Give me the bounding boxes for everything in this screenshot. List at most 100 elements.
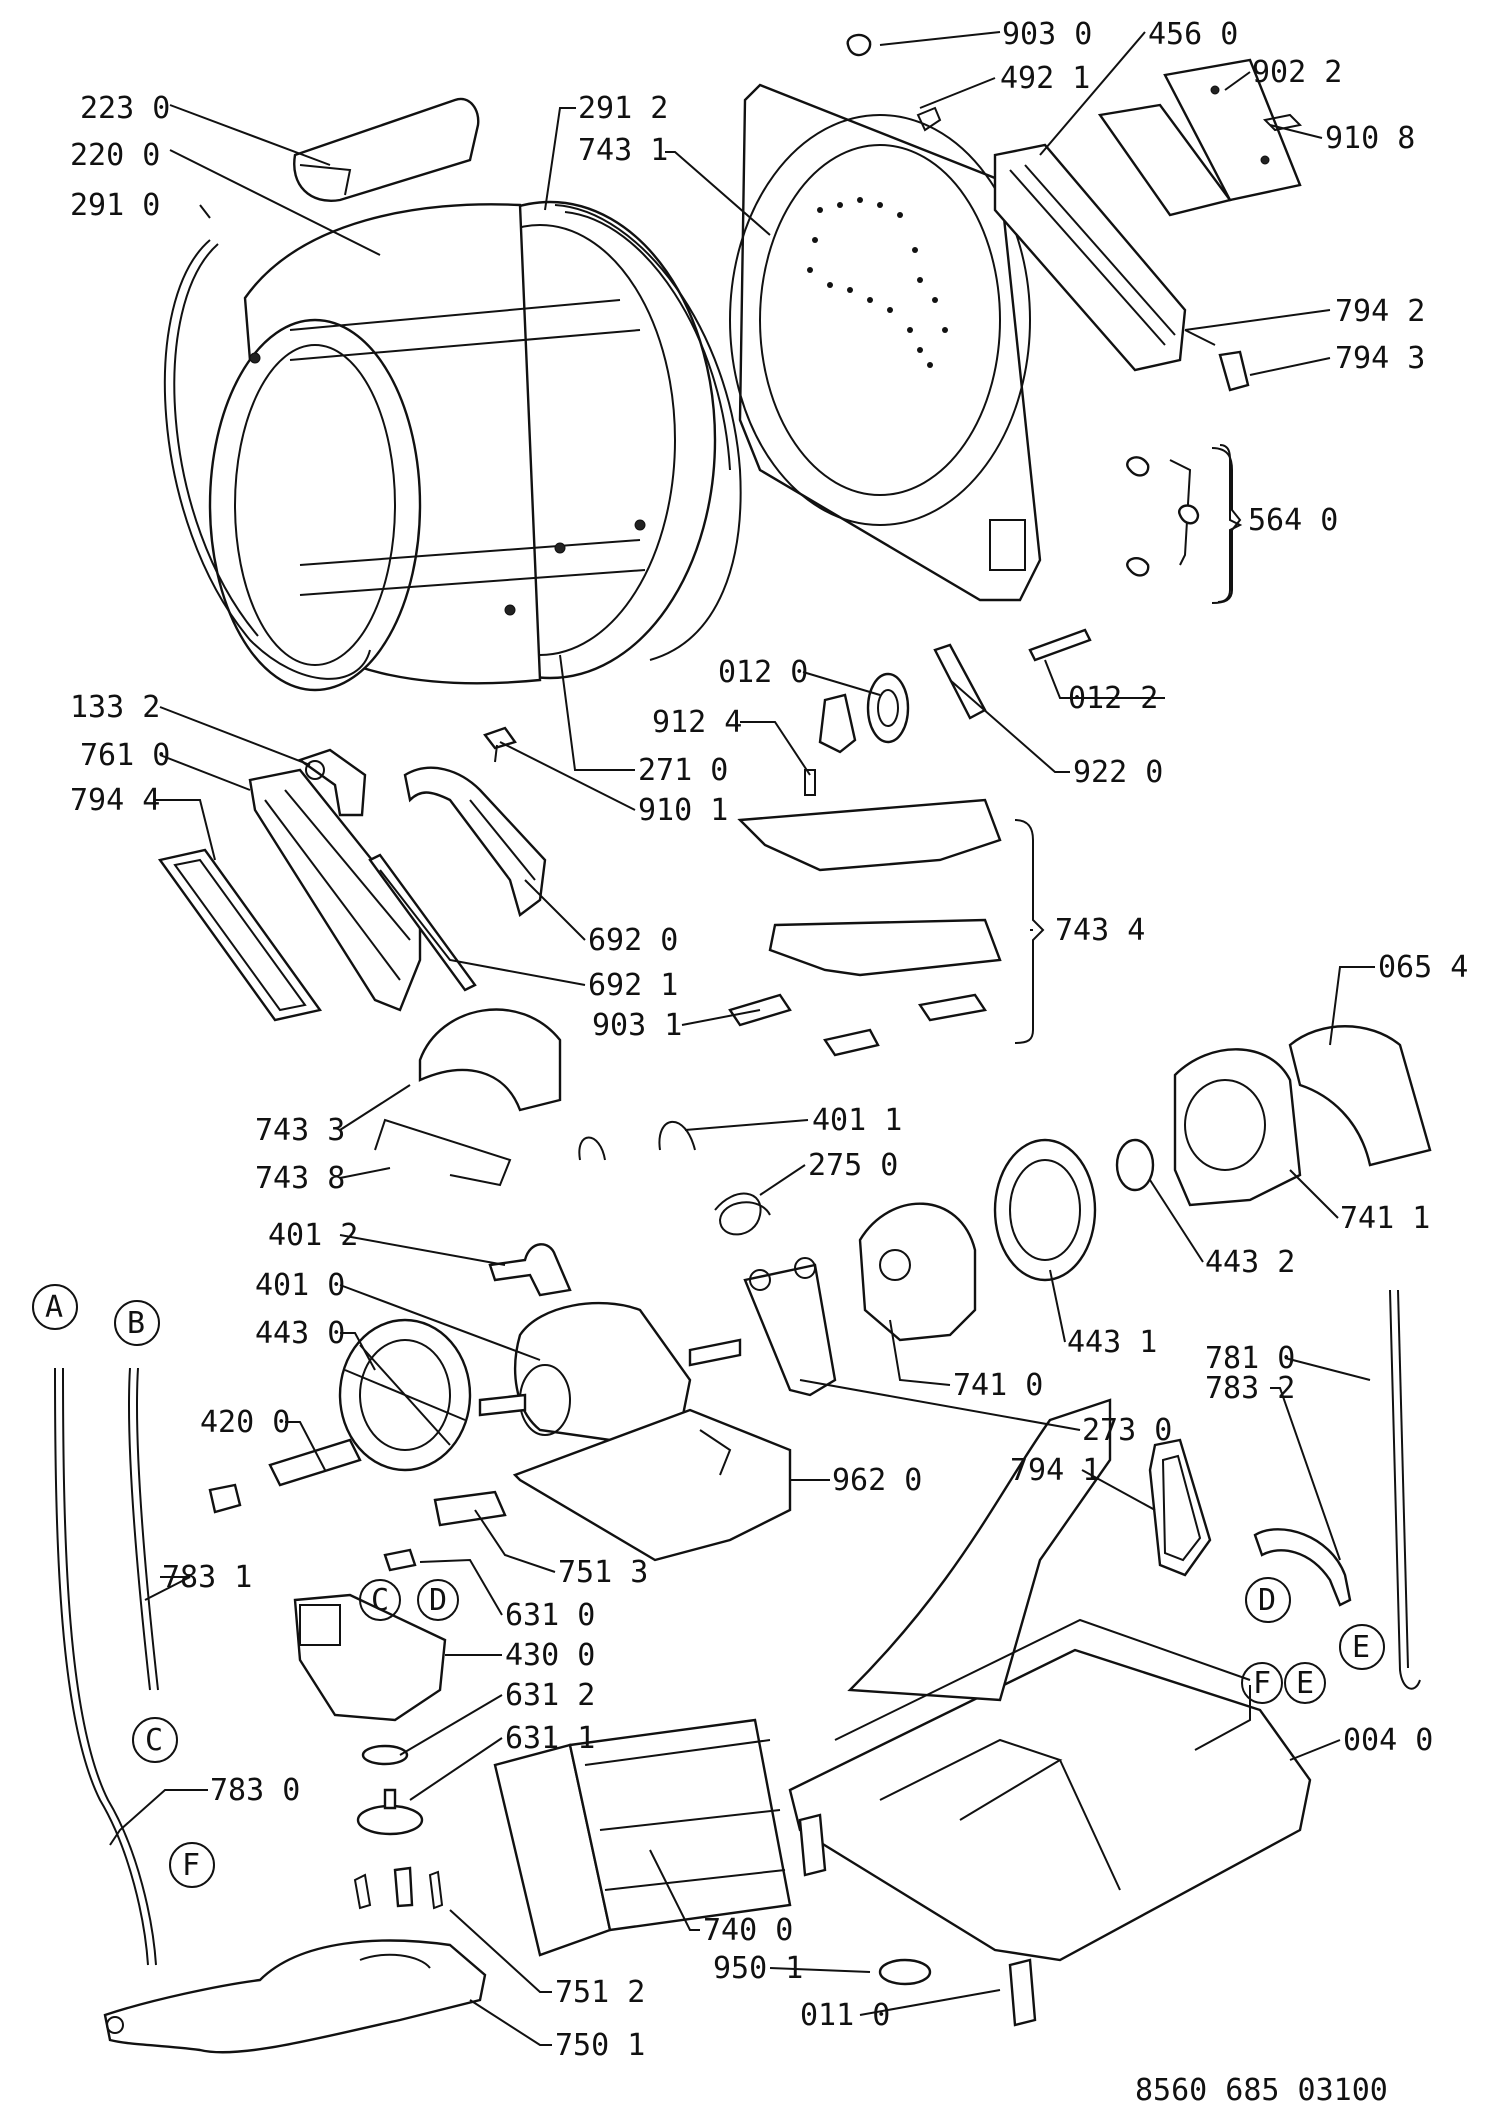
label-012-2: 012 2 (1068, 681, 1158, 716)
label-794-3: 794 3 (1335, 341, 1425, 376)
filter-part (157, 848, 323, 1022)
small-clips-part (846, 33, 1303, 392)
condenser-part (493, 1718, 792, 1957)
connector-e-right: E (1352, 1630, 1370, 1665)
label-631-1: 631 1 (505, 1721, 595, 1756)
label-133-2: 133 2 (70, 690, 160, 725)
drum-part (208, 200, 717, 692)
cover-part (1288, 1025, 1432, 1167)
pump-part (293, 1548, 447, 1766)
connector-letters: A B C D C D E F E F (45, 1290, 1370, 1883)
connector-f-base: F (1253, 1666, 1271, 1701)
label-781-0: 781 0 (1205, 1341, 1295, 1376)
connector-c-top: C (371, 1583, 389, 1618)
label-692-0: 692 0 (588, 923, 678, 958)
hose-783-0-part (54, 1367, 157, 1966)
label-492-1: 492 1 (1000, 61, 1090, 96)
label-743-3: 743 3 (255, 1113, 345, 1148)
connector-f-left: F (182, 1848, 200, 1883)
connector-d-right: D (1258, 1583, 1276, 1618)
label-903-0: 903 0 (1002, 17, 1092, 52)
label-291-0: 291 0 (70, 188, 160, 223)
label-794-1: 794 1 (1010, 1453, 1100, 1488)
clip-kit-part (1126, 444, 1243, 603)
label-401-1: 401 1 (812, 1103, 902, 1138)
label-761-0: 761 0 (80, 738, 170, 773)
filter-housing-part (248, 768, 422, 1012)
connector-d-top: D (429, 1583, 447, 1618)
label-631-0: 631 0 (505, 1598, 595, 1633)
hose-781-0-part (1389, 1289, 1421, 1690)
clips-751-2-part (353, 1866, 444, 1910)
motor-part (478, 1301, 742, 1442)
label-443-0: 443 0 (255, 1316, 345, 1351)
label-420-0: 420 0 (200, 1405, 290, 1440)
label-401-2: 401 2 (268, 1218, 358, 1253)
fan-wheel-443-1-part (993, 1138, 1097, 1282)
connector-a: A (45, 1290, 63, 1325)
label-430-0: 430 0 (505, 1638, 595, 1673)
label-271-0: 271 0 (638, 753, 728, 788)
label-902-2: 902 2 (1252, 55, 1342, 90)
roller-parts (804, 628, 1092, 796)
label-922-0: 922 0 (1073, 755, 1163, 790)
base-part (788, 1398, 1312, 1962)
clamp-parts (488, 1120, 696, 1297)
hose-783-2-part (1253, 1528, 1352, 1607)
label-794-2: 794 2 (1335, 294, 1425, 329)
coupling-part (1115, 1138, 1155, 1192)
label-065-4: 065 4 (1378, 950, 1468, 985)
label-220-0: 220 0 (70, 138, 160, 173)
label-950-1: 950 1 (713, 1951, 803, 1986)
label-751-3: 751 3 (558, 1555, 648, 1590)
label-011-0: 011 0 (800, 1998, 890, 2033)
heater-part (993, 58, 1302, 372)
label-740-0: 740 0 (703, 1913, 793, 1948)
plate-part (103, 1939, 487, 2054)
part-number-labels: 903 0 456 0 223 0 291 2 492 1 902 2 220 … (70, 17, 1468, 2063)
label-401-0: 401 0 (255, 1268, 345, 1303)
label-564-0: 564 0 (1248, 503, 1338, 538)
label-962-0: 962 0 (832, 1463, 922, 1498)
wire-part (374, 1118, 512, 1187)
label-273-0: 273 0 (1082, 1413, 1172, 1448)
label-692-1: 692 1 (588, 968, 678, 1003)
label-004-0: 004 0 (1343, 1723, 1433, 1758)
connector-e-base: E (1296, 1666, 1314, 1701)
leader-lines (109, 31, 1375, 2046)
belt-part (163, 239, 371, 680)
label-443-2: 443 2 (1205, 1245, 1295, 1280)
label-275-0: 275 0 (808, 1148, 898, 1183)
label-223-0: 223 0 (80, 91, 170, 126)
rear-panel-part (729, 83, 1042, 602)
gasket-part (1148, 1438, 1212, 1577)
motor-cover-part (512, 1408, 792, 1562)
motor-bracket-part (743, 1257, 837, 1397)
fan-wheel-part (338, 1318, 472, 1472)
fan-housing-part (858, 1202, 977, 1342)
label-012-0: 012 0 (718, 655, 808, 690)
shaft-part (208, 1438, 362, 1514)
label-631-2: 631 2 (505, 1678, 595, 1713)
drawing-number: 8560 685 03100 (1135, 2073, 1388, 2108)
label-743-1: 743 1 (578, 133, 668, 168)
label-912-4: 912 4 (652, 705, 742, 740)
label-910-8: 910 8 (1325, 121, 1415, 156)
label-794-4: 794 4 (70, 783, 160, 818)
label-903-1: 903 1 (592, 1008, 682, 1043)
label-741-1: 741 1 (1340, 1201, 1430, 1236)
label-291-2: 291 2 (578, 91, 668, 126)
label-741-0: 741 0 (953, 1368, 1043, 1403)
connector-c-left: C (145, 1723, 163, 1758)
bracket-751-3-part (433, 1490, 507, 1527)
label-750-1: 750 1 (555, 2028, 645, 2063)
label-910-1: 910 1 (638, 793, 728, 828)
label-456-0: 456 0 (1148, 17, 1238, 52)
label-743-8: 743 8 (255, 1161, 345, 1196)
foot-parts (798, 1813, 1037, 2027)
label-783-0: 783 0 (210, 1773, 300, 1808)
lifter-part (293, 97, 480, 202)
connector-b: B (127, 1306, 145, 1341)
baffle-kit-part (728, 798, 1002, 1057)
label-751-2: 751 2 (555, 1975, 645, 2010)
